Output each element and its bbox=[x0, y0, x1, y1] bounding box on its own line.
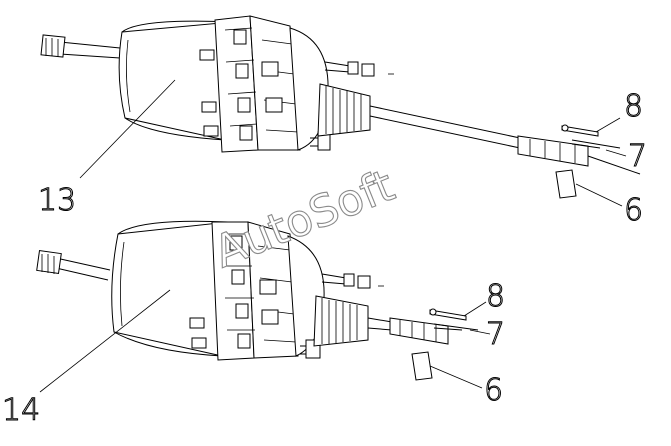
callout-6-lower: 6 bbox=[484, 373, 503, 408]
leader-line-8-upper bbox=[595, 117, 621, 133]
upper-clevis-pin bbox=[561, 124, 599, 137]
callout-8-lower: 8 bbox=[486, 279, 505, 314]
leader-line-7-upper bbox=[605, 149, 627, 157]
callout-7-lower: 7 bbox=[486, 317, 505, 352]
callout-13: 13 bbox=[38, 183, 76, 218]
upper-spring-clip bbox=[571, 139, 621, 149]
leader-line-6-lower bbox=[429, 365, 483, 389]
lower-spring-clip bbox=[433, 323, 479, 331]
leader-line-14 bbox=[39, 289, 171, 393]
leader-line-6-upper bbox=[575, 183, 623, 207]
leader-line-7-lower bbox=[469, 329, 491, 335]
leader-line-8-lower bbox=[463, 301, 487, 317]
lower-brake-actuator bbox=[36, 220, 449, 361]
upper-lock-plate bbox=[555, 169, 577, 199]
callout-14: 14 bbox=[2, 393, 40, 428]
callout-8-upper: 8 bbox=[624, 89, 643, 124]
leader-line-13 bbox=[79, 79, 176, 179]
lower-lock-plate bbox=[411, 351, 433, 381]
callout-7-upper: 7 bbox=[628, 139, 647, 174]
upper-brake-actuator bbox=[40, 15, 641, 175]
callout-6-upper: 6 bbox=[624, 193, 643, 228]
lower-clevis-pin bbox=[429, 308, 467, 321]
